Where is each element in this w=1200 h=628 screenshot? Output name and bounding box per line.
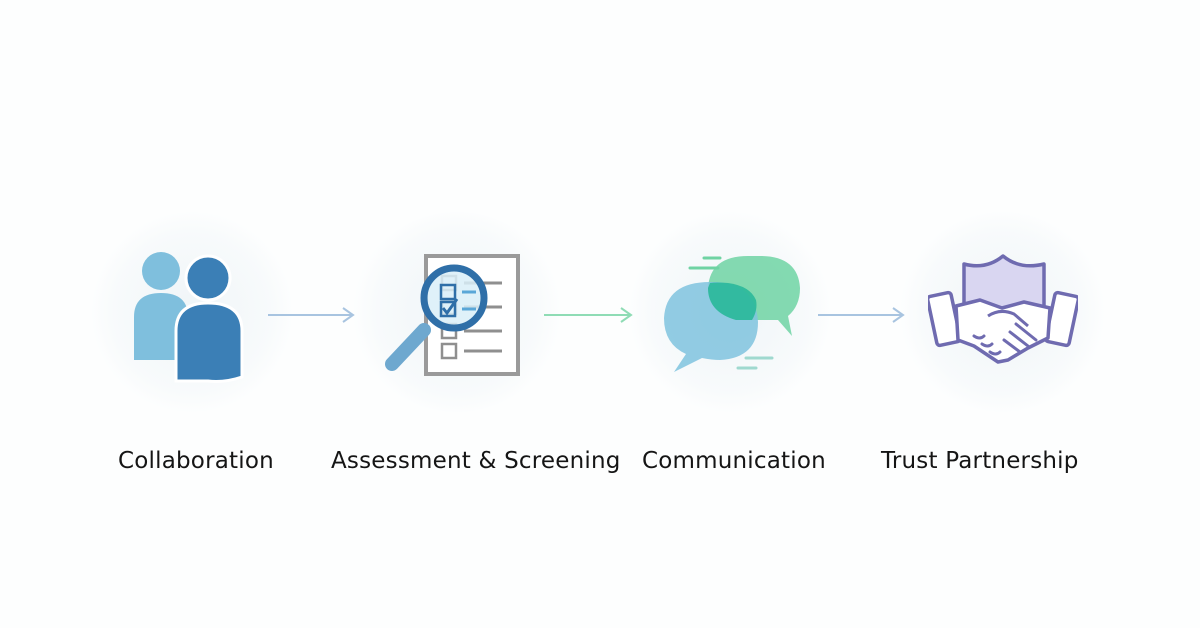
arrow-right-icon — [268, 307, 355, 323]
people-icon — [134, 252, 244, 383]
chat-bubbles-icon — [664, 256, 800, 372]
arrow-right-icon — [818, 307, 905, 323]
step-label-communication: Communication — [642, 448, 826, 474]
magnifier-checklist-icon — [385, 254, 520, 376]
step-label-trust-partnership: Trust Partnership — [881, 448, 1079, 474]
arrow-right-icon — [544, 307, 633, 323]
step-label-assessment-screening: Assessment & Screening — [331, 448, 621, 474]
handshake-icon — [928, 254, 1078, 364]
step-label-collaboration: Collaboration — [118, 448, 274, 474]
